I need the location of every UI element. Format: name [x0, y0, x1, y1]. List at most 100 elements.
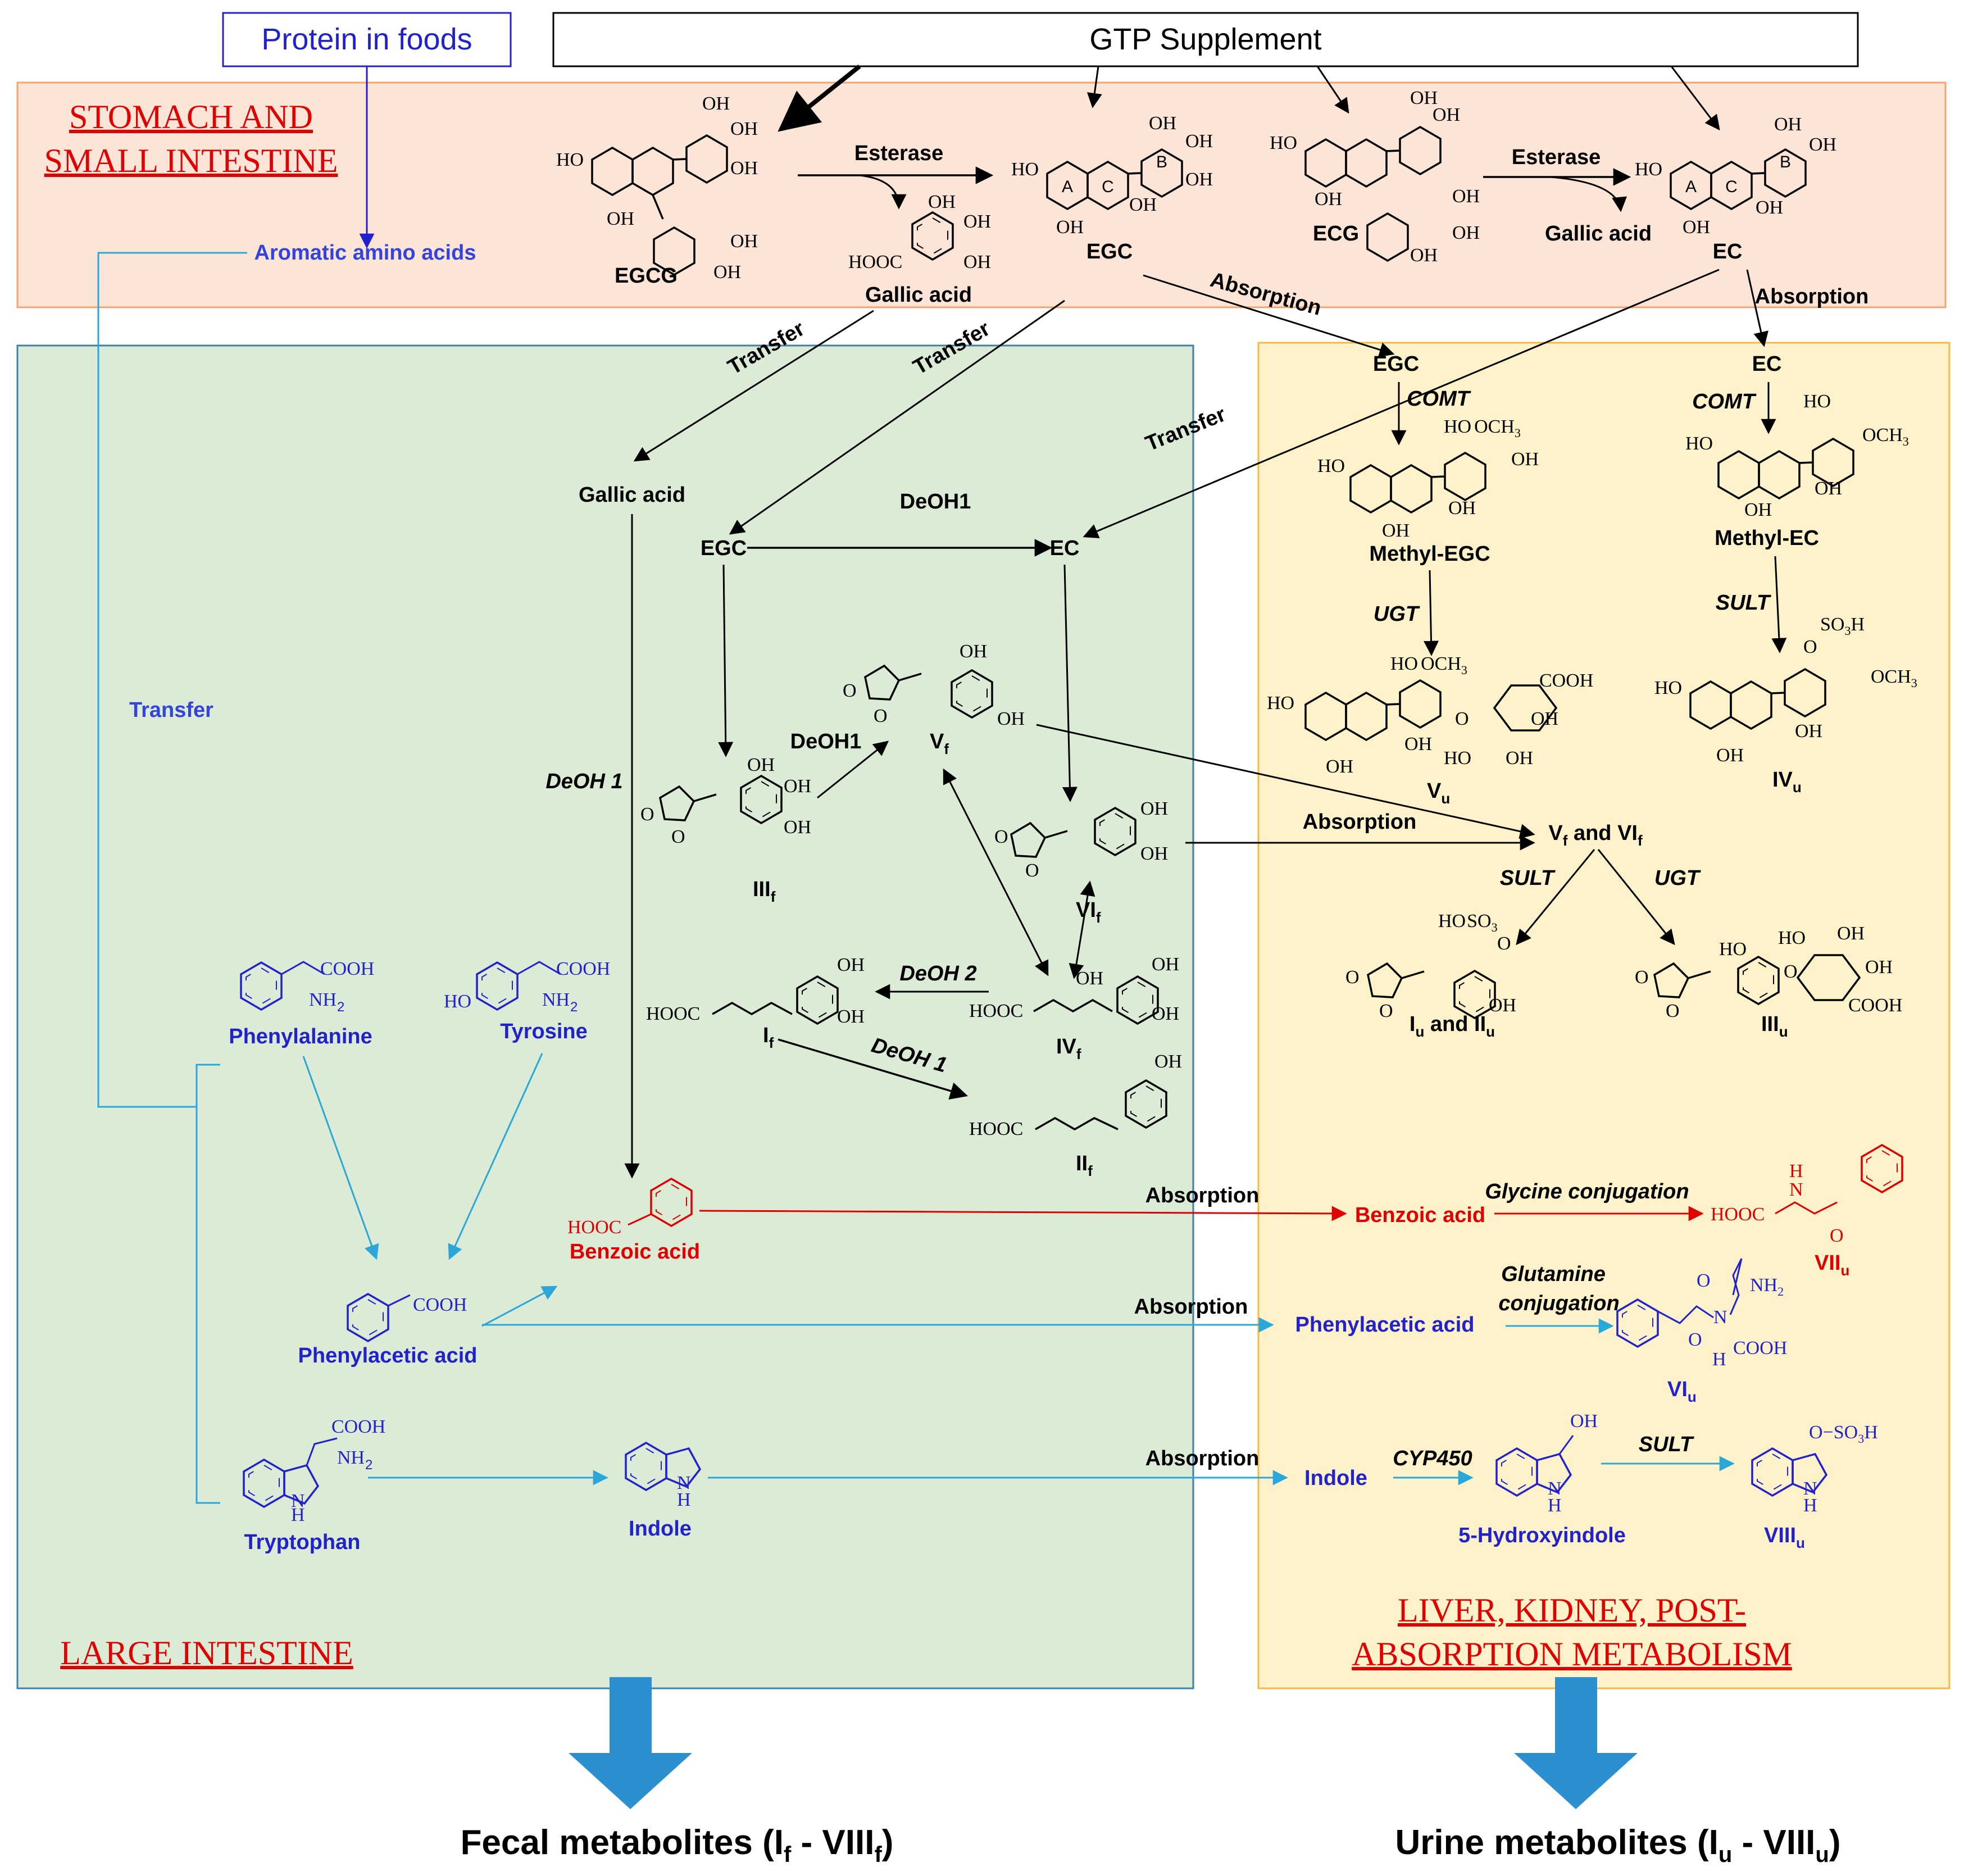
ring-label: A	[1062, 178, 1073, 196]
vf-label: Vf	[930, 730, 949, 757]
egcg-structure	[591, 134, 728, 276]
benzoic-label-1: Benzoic acid	[570, 1240, 700, 1264]
group-label: COOH	[413, 1294, 467, 1315]
liver-title-2: ABSORPTION METABOLISM	[1352, 1636, 1792, 1673]
large-intestine-region	[16, 344, 1194, 1689]
group-label: HOOC	[848, 252, 902, 272]
egcg-label: EGCG	[615, 264, 678, 288]
group-label: N	[1803, 1478, 1817, 1499]
group-label: O	[1688, 1329, 1702, 1350]
deoh1-top: DeOH1	[900, 490, 971, 514]
esterase-2: Esterase	[1512, 146, 1601, 169]
absorption-vf: Absorption	[1303, 810, 1417, 834]
fecal-arrow	[569, 1677, 692, 1809]
group-label: COOH	[1733, 1338, 1787, 1359]
phenylacetic-label-1: Phenylacetic acid	[298, 1344, 478, 1368]
group-label: OH	[1152, 954, 1179, 975]
group-label: OH	[1744, 499, 1772, 520]
ec-label-1: EC	[1713, 240, 1743, 264]
indole-label-1: Indole	[629, 1517, 692, 1541]
methyl-egc-label: Methyl-EGC	[1369, 542, 1490, 566]
group-label: OH	[1152, 1003, 1179, 1024]
group-label: OH	[1433, 105, 1460, 125]
comt-1: COMT	[1407, 387, 1471, 411]
comt-2: COMT	[1692, 390, 1757, 414]
group-label: O	[640, 804, 654, 825]
group-label: OH	[928, 192, 956, 212]
group-label: OH	[784, 776, 811, 797]
group-label: OH	[960, 641, 987, 662]
group-label: HOOC	[1711, 1204, 1765, 1225]
gtp-label: GTP Supplement	[1089, 22, 1321, 56]
group-label: OH	[784, 817, 811, 838]
group-label: HO	[444, 991, 471, 1012]
stomach-region	[16, 81, 1947, 308]
group-label: OH	[1774, 114, 1802, 135]
deoh1-mid: DeOH1	[790, 730, 862, 753]
glutamine-conj-1: Glutamine	[1501, 1262, 1606, 1286]
group-label: OH	[1683, 217, 1710, 238]
group-label: H	[677, 1489, 691, 1510]
ecg-structure	[1304, 126, 1442, 262]
group-label: OH	[1076, 968, 1103, 989]
group-label: OH	[730, 231, 758, 252]
group-label: OH	[1056, 217, 1084, 238]
glutamine-conj-2: conjugation	[1498, 1292, 1619, 1315]
tryptophan-structure	[243, 1459, 320, 1508]
group-label: COOH	[1848, 995, 1902, 1016]
ec-label-3: EC	[1752, 352, 1782, 376]
group-label: SO3H	[1820, 614, 1865, 638]
group-label: H	[1789, 1161, 1803, 1182]
group-label: O	[1784, 961, 1798, 982]
group-label: NH2	[1750, 1275, 1784, 1298]
group-label: OH	[1185, 131, 1213, 152]
group-label: OH	[1452, 222, 1480, 243]
group-label: OH	[1140, 798, 1168, 819]
group-label: OCH3	[1862, 425, 1909, 448]
group-label: OH	[607, 208, 634, 229]
transfer-blue: Transfer	[129, 698, 213, 722]
gallic-acid-label-3: Gallic acid	[579, 483, 685, 507]
protein-label: Protein in foods	[261, 22, 472, 56]
group-label: OH	[1506, 748, 1533, 769]
group-label: HO	[1011, 159, 1039, 180]
group-label: OH	[1570, 1411, 1598, 1432]
group-label: OH	[963, 211, 991, 232]
group-label: 2	[365, 1457, 372, 1473]
phenylalanine-label: Phenylalanine	[229, 1025, 372, 1048]
cyp450-label: CYP450	[1393, 1447, 1472, 1470]
ivu-label: IVu	[1772, 768, 1802, 796]
sult-2: SULT	[1500, 866, 1556, 890]
group-label: OH	[1326, 756, 1353, 777]
indole-label-2: Indole	[1304, 1466, 1367, 1490]
group-label: HOOC	[567, 1217, 621, 1238]
iiif-label: IIIf	[753, 878, 776, 905]
group-label: N	[1548, 1478, 1562, 1499]
group-label: OH	[1140, 843, 1168, 864]
iiiu-label: IIIu	[1761, 1012, 1788, 1040]
group-label: OH	[837, 1006, 865, 1027]
ivf-label: IVf	[1056, 1035, 1081, 1062]
tryptophan-label: Tryptophan	[244, 1530, 361, 1554]
esterase-1: Esterase	[854, 142, 943, 165]
group-label: OH	[747, 755, 775, 775]
group-label: O−SO3H	[1809, 1422, 1878, 1446]
group-label: HO	[1685, 433, 1713, 454]
group-label: OH	[1809, 134, 1836, 155]
group-label: O	[1697, 1270, 1711, 1291]
group-label: NH	[309, 989, 337, 1010]
group-label: O	[1803, 637, 1817, 657]
iif-label: IIf	[1076, 1152, 1093, 1179]
group-label: OH	[1489, 995, 1516, 1016]
if-label: If	[763, 1024, 774, 1051]
stomach-title-1: STOMACH AND	[69, 98, 313, 135]
stomach-title-2: SMALL INTESTINE	[44, 142, 338, 179]
protein-box	[222, 12, 512, 67]
viiiu-structure	[1751, 1447, 1828, 1497]
sult-3: SULT	[1639, 1433, 1694, 1456]
group-label: OH	[713, 262, 741, 283]
egc-label-3: EGC	[1373, 352, 1419, 376]
ugt-1: UGT	[1374, 602, 1420, 626]
gallic-acid-label-2: Gallic acid	[1545, 222, 1652, 246]
